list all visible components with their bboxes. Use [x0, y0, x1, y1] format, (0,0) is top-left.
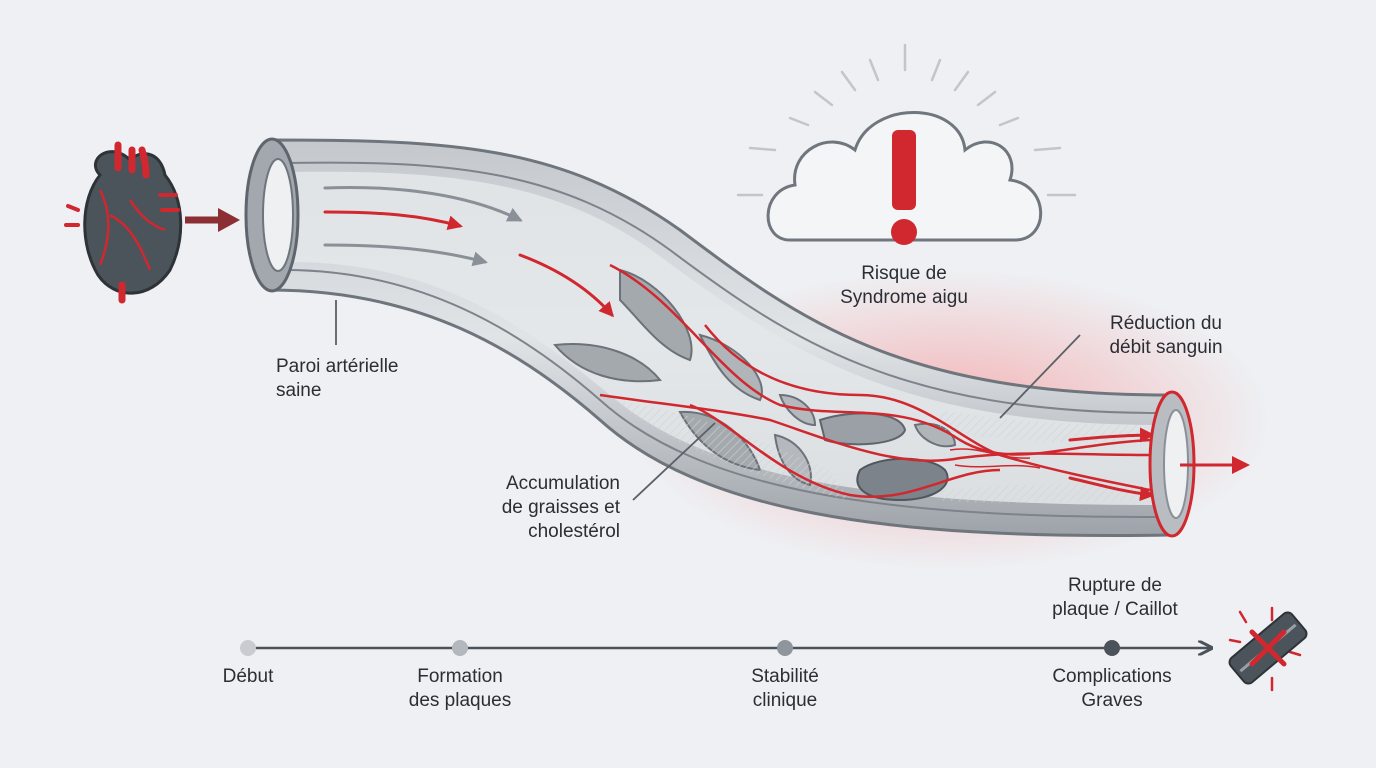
artery-opening-left — [244, 137, 300, 293]
label-accumulation: Accumulation de graisses et cholestérol — [501, 473, 620, 542]
warning-cloud-icon — [736, 43, 1077, 245]
label-reduction-debit: Réduction du débit sanguin — [1109, 313, 1223, 358]
timeline-dot-stabilite — [777, 640, 793, 656]
timeline-dot-complications — [1104, 640, 1120, 656]
timeline-dot-formation — [452, 640, 468, 656]
leader-lines — [335, 300, 1081, 501]
timeline-dot-debut — [240, 640, 256, 656]
exit-arrow — [1180, 456, 1250, 474]
blood-flow-lines — [599, 263, 1151, 498]
label-risque-syndrome: Risque de Syndrome aigu — [840, 263, 968, 308]
timeline-label-stabilite: Stabilité clinique — [751, 666, 819, 711]
heart-icon — [64, 141, 183, 304]
label-rupture-caillot: Rupture de plaque / Caillot — [1052, 575, 1178, 620]
plaque-deposits — [553, 268, 1140, 503]
flow-arrows — [323, 185, 1155, 502]
blocked-artery-icon — [1228, 606, 1308, 692]
label-paroi-arterielle: Paroi artérielle saine — [276, 356, 399, 401]
timeline-label-formation: Formation des plaques — [408, 666, 512, 711]
heart-arrow — [185, 208, 240, 232]
timeline — [240, 640, 1210, 656]
timeline-label-complications: Complications Graves — [1052, 666, 1172, 711]
timeline-label-debut: Début — [222, 666, 274, 687]
